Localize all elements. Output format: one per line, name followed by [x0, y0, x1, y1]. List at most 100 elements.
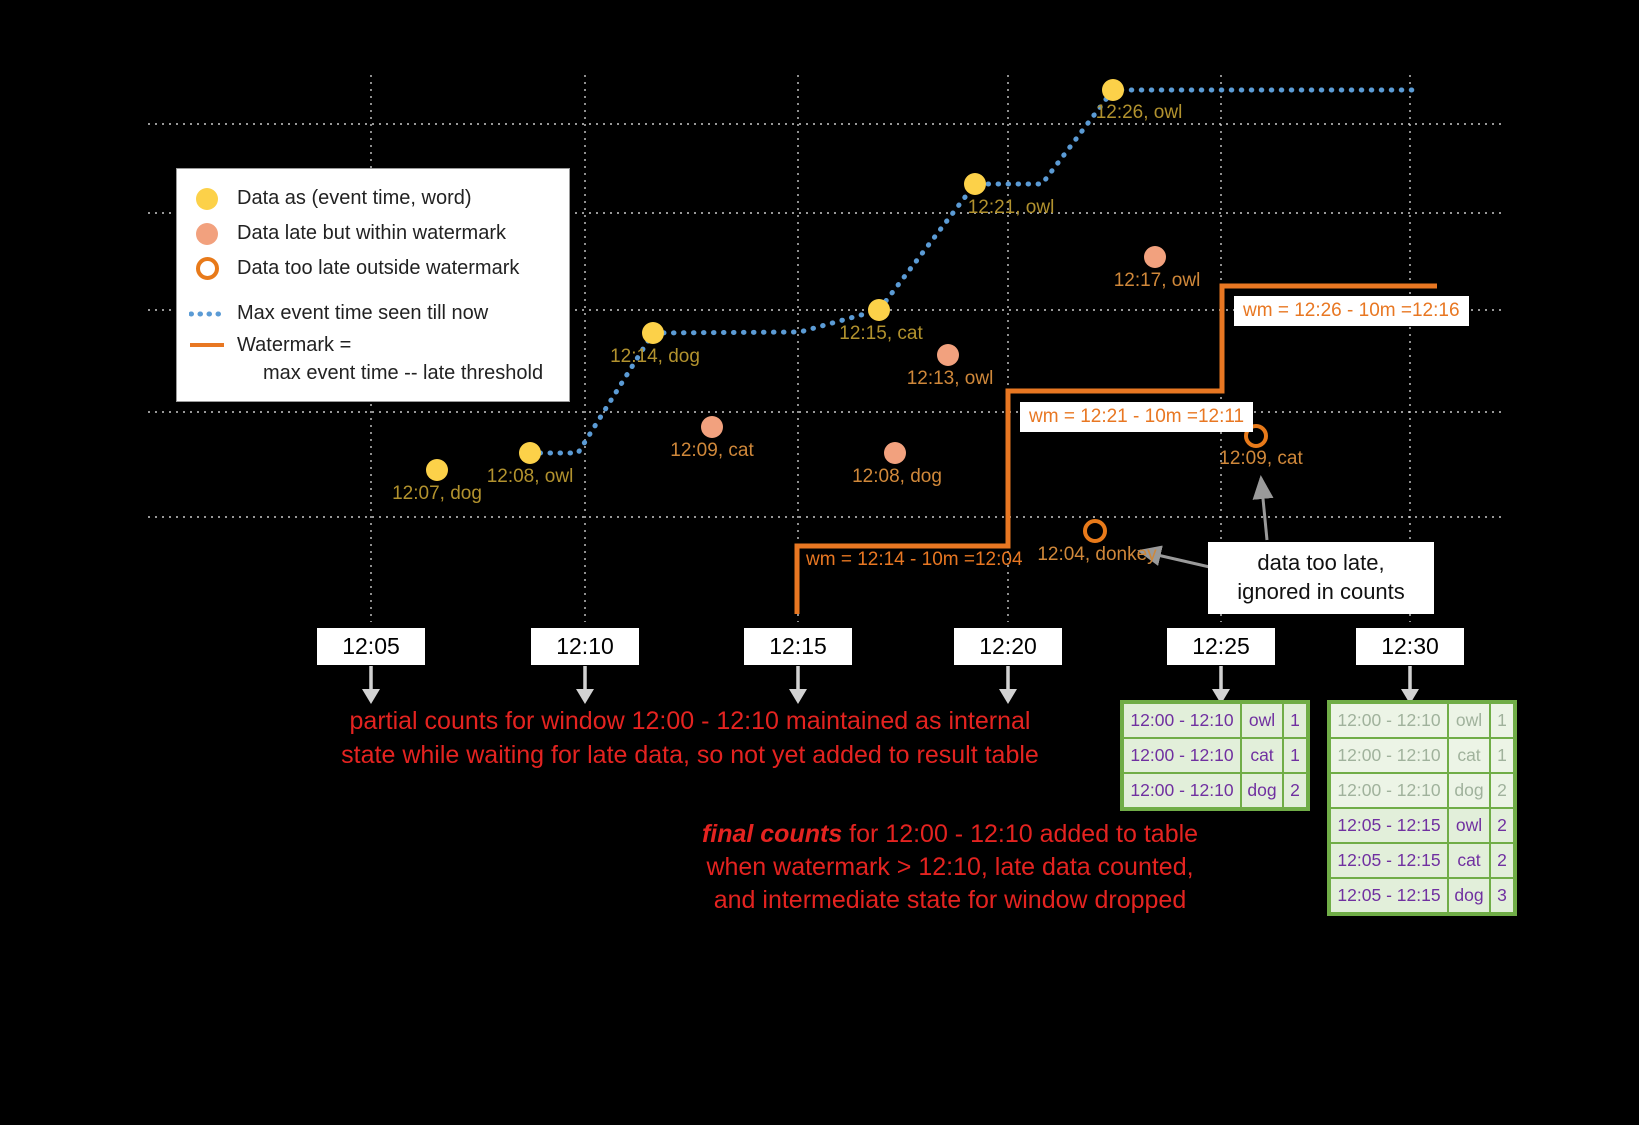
ontime-dot-icon	[189, 187, 225, 210]
final-counts-note: final counts for 12:00 - 12:10 added to …	[640, 818, 1260, 917]
word-cell: cat	[1241, 738, 1283, 773]
window-cell: 12:05 - 12:15	[1330, 808, 1448, 843]
legend-item-toolate: Data too late outside watermark	[189, 251, 555, 286]
count-cell: 2	[1490, 773, 1514, 808]
data-point-label: 12:13, owl	[906, 368, 994, 389]
too-late-line2: ignored in counts	[1237, 579, 1405, 604]
window-cell: 12:00 - 12:10	[1330, 703, 1448, 738]
partial-counts-note: partial counts for window 12:00 - 12:10 …	[300, 704, 1080, 772]
watermark-value-label: wm = 12:14 - 10m =12:04	[806, 549, 1023, 570]
data-point-label: 12:14, dog	[610, 346, 700, 367]
word-cell: cat	[1448, 843, 1490, 878]
data-point-label: 12:09, cat	[1219, 448, 1303, 469]
time-label-12-15: 12:15	[744, 628, 852, 665]
word-cell: owl	[1448, 808, 1490, 843]
legend-item-watermark: Watermark = max event time -- late thres…	[189, 331, 555, 387]
watermark-line	[794, 283, 1437, 614]
window-cell: 12:00 - 12:10	[1330, 773, 1448, 808]
word-cell: owl	[1241, 703, 1283, 738]
partial-counts-line2: state while waiting for late data, so no…	[341, 741, 1039, 769]
window-cell: 12:00 - 12:10	[1123, 773, 1241, 808]
time-arrow-head	[789, 689, 807, 704]
count-cell: 2	[1490, 843, 1514, 878]
late-dot-icon	[189, 222, 225, 245]
toolate-ring-icon	[189, 257, 225, 280]
final-counts-line1: final counts for 12:00 - 12:10 added to …	[640, 818, 1260, 851]
legend-label-watermark-line2: max event time -- late threshold	[263, 362, 544, 384]
word-cell: dog	[1448, 773, 1490, 808]
final-counts-line3: and intermediate state for window droppe…	[713, 886, 1187, 914]
data-point-ontime	[519, 442, 541, 464]
data-point-label: 12:08, owl	[486, 466, 574, 487]
max-event-time-line	[527, 87, 1423, 456]
window-cell: 12:00 - 12:10	[1330, 738, 1448, 773]
final-counts-line2: when watermark > 12:10, late data counte…	[706, 853, 1194, 881]
time-arrow-head	[362, 689, 380, 704]
count-cell: 1	[1283, 738, 1307, 773]
data-point-label: 12:15, cat	[839, 323, 923, 344]
legend-label-ontime: Data as (event time, word)	[237, 187, 472, 209]
legend-label-toolate: Data too late outside watermark	[237, 257, 520, 279]
max-event-line-icon	[189, 310, 225, 318]
word-cell: dog	[1241, 773, 1283, 808]
callout-arrow-cat	[1252, 475, 1274, 541]
data-point-label: 12:17, owl	[1113, 270, 1201, 291]
legend-label-maxevent: Max event time seen till now	[237, 302, 489, 324]
window-cell: 12:05 - 12:15	[1330, 878, 1448, 913]
time-label-12-25: 12:25	[1167, 628, 1275, 665]
data-point-label: 12:08, dog	[852, 466, 942, 487]
window-cell: 12:00 - 12:10	[1123, 703, 1241, 738]
count-cell: 1	[1490, 738, 1514, 773]
word-cell: cat	[1448, 738, 1490, 773]
data-point-late	[701, 416, 723, 438]
data-point-label: 12:09, cat	[670, 440, 754, 461]
data-point-late	[884, 442, 906, 464]
data-point-ontime	[1102, 79, 1124, 101]
legend: Data as (event time, word) Data late but…	[176, 168, 570, 402]
legend-label-watermark: Watermark = max event time -- late thres…	[237, 331, 543, 387]
time-arrow-head	[999, 689, 1017, 704]
data-point-ontime	[642, 322, 664, 344]
callout-arrow-donkey	[1137, 545, 1215, 570]
time-label-12-30: 12:30	[1356, 628, 1464, 665]
legend-item-maxevent: Max event time seen till now	[189, 296, 555, 331]
word-cell: dog	[1448, 878, 1490, 913]
time-label-12-10: 12:10	[531, 628, 639, 665]
time-label-12-20: 12:20	[954, 628, 1062, 665]
watermark-value-label: wm = 12:26 - 10m =12:16	[1234, 296, 1469, 326]
count-cell: 3	[1490, 878, 1514, 913]
legend-label-watermark-line1: Watermark =	[237, 334, 352, 356]
window-cell: 12:00 - 12:10	[1123, 738, 1241, 773]
window-cell: 12:05 - 12:15	[1330, 843, 1448, 878]
data-point-ontime	[426, 459, 448, 481]
data-point-label: 12:21, owl	[967, 197, 1055, 218]
final-counts-emphasis: final counts	[701, 820, 843, 848]
time-label-12-05: 12:05	[317, 628, 425, 665]
data-point-late	[1144, 246, 1166, 268]
word-cell: owl	[1448, 703, 1490, 738]
watermark-value-label: wm = 12:21 - 10m =12:11	[1020, 402, 1254, 432]
count-cell: 2	[1490, 808, 1514, 843]
watermark-line-icon	[189, 343, 225, 347]
data-point-ontime	[868, 299, 890, 321]
count-cell: 1	[1490, 703, 1514, 738]
data-point-label: 12:26, owl	[1095, 102, 1183, 123]
time-arrow-head	[1212, 689, 1230, 704]
time-arrow-head	[576, 689, 594, 704]
data-point-toolate	[1083, 519, 1107, 543]
legend-item-late: Data late but within watermark	[189, 216, 555, 251]
count-cell: 2	[1283, 773, 1307, 808]
data-point-label: 12:04, donkey	[1037, 544, 1157, 565]
